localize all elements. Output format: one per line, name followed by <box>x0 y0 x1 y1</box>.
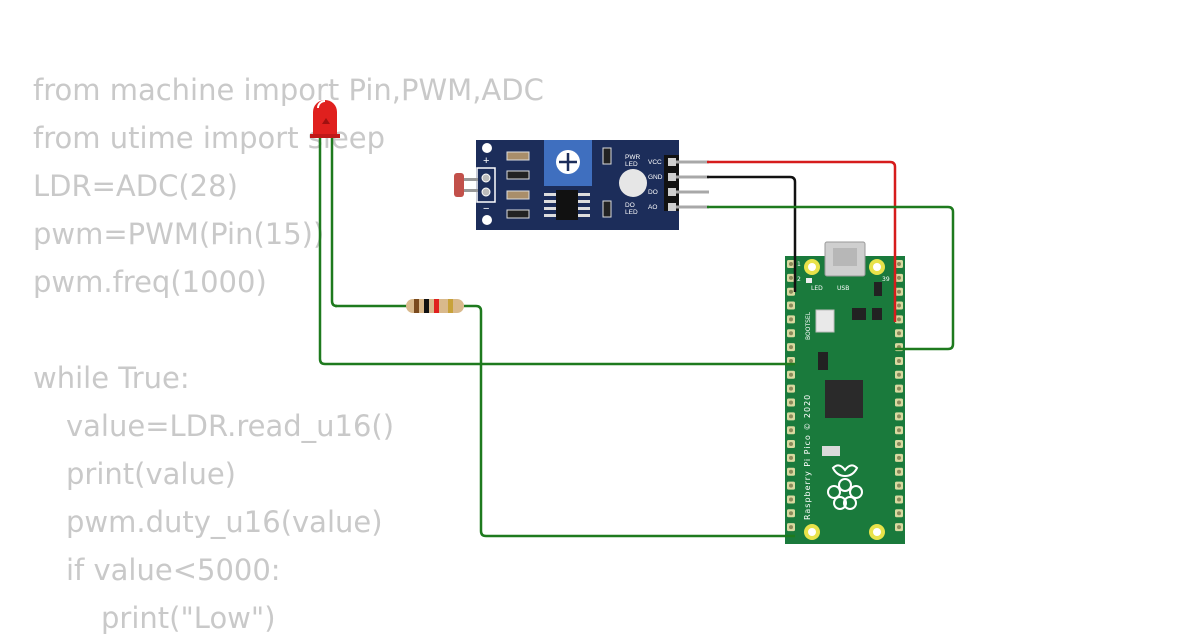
led-body <box>313 100 337 134</box>
code-line: value=LDR.read_u16() <box>66 409 395 443</box>
code-line: print(value) <box>66 457 236 491</box>
indicator-led <box>619 169 647 197</box>
resistor[interactable] <box>335 299 464 313</box>
code-line: LDR=ADC(28) <box>33 169 238 203</box>
wire-led-cathode[interactable] <box>330 138 338 308</box>
adjust-screw-icon <box>559 153 577 171</box>
raspberry-pi-pico[interactable]: LED USB 1 2 39 BOOTSEL Raspberry Pi Pico… <box>785 241 905 544</box>
code-line: pwm.freq(1000) <box>33 265 267 299</box>
header-pin[interactable] <box>668 203 676 211</box>
red-led[interactable] <box>310 100 340 138</box>
photoresistor <box>454 173 464 197</box>
pico-usb-label: USB <box>837 285 849 292</box>
rp2040-chip <box>825 380 863 418</box>
minus-label: − <box>483 203 489 215</box>
pico-pin-39-label: 39 <box>882 276 890 283</box>
pin-label-do: DO <box>648 189 658 196</box>
plus-label: + <box>483 155 489 167</box>
wires <box>318 138 955 538</box>
pin-leg <box>676 175 709 179</box>
pin-label-ao: AO <box>648 204 657 211</box>
pin-label-gnd: GND <box>648 174 663 181</box>
code-line: from machine import Pin,PWM,ADC <box>33 73 544 107</box>
pico-pin-2-label: 2 <box>797 276 801 283</box>
code-line: pwm=PWM(Pin(15)) <box>33 217 325 251</box>
wire-led-anode[interactable] <box>318 138 795 366</box>
wire-gnd[interactable] <box>707 175 797 292</box>
bootsel-label: BOOTSEL <box>805 311 812 340</box>
header-pin[interactable] <box>668 188 676 196</box>
pico-led-label: LED <box>811 285 823 292</box>
pico-pin-headers <box>787 260 903 532</box>
comparator-chip <box>556 190 578 220</box>
pin-leg <box>676 160 709 164</box>
header-pin[interactable] <box>668 173 676 181</box>
raspberry-logo-icon <box>827 464 863 510</box>
code-line: while True: <box>33 361 190 395</box>
code-line: print("Low") <box>101 601 276 635</box>
pin-label-vcc: VCC <box>648 159 662 166</box>
pico-pin-1-label: 1 <box>797 261 801 268</box>
pin-leg <box>676 205 709 209</box>
header-pin[interactable] <box>668 158 676 166</box>
pico-board-text: Raspberry Pi Pico © 2020 <box>803 394 812 520</box>
code-line: if value<5000: <box>66 553 281 587</box>
ldr-pin-header <box>664 155 679 211</box>
bootsel-button[interactable] <box>815 309 835 333</box>
wire-ao[interactable] <box>707 205 955 351</box>
pin-leg <box>676 190 709 194</box>
wire-vcc[interactable] <box>707 160 897 322</box>
code-line: pwm.duty_u16(value) <box>66 505 383 539</box>
wire-resistor-gnd[interactable] <box>464 304 795 538</box>
